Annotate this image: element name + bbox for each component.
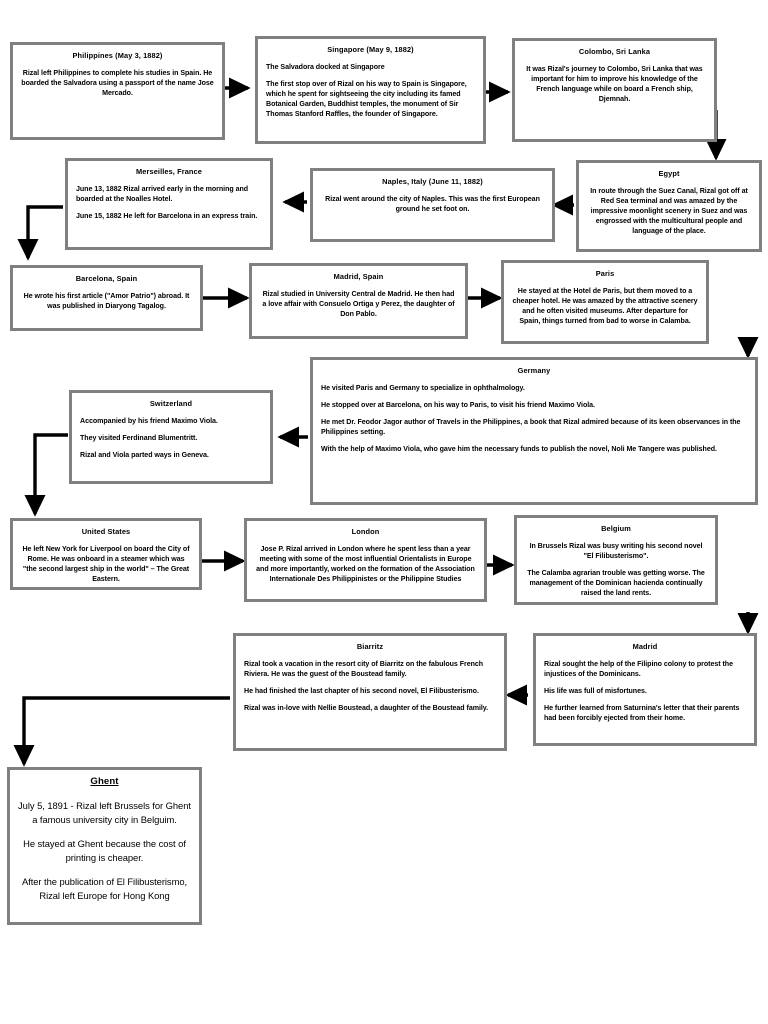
node-title: London	[351, 527, 380, 536]
node-title: Germany	[517, 366, 551, 375]
node-title: United States	[81, 527, 131, 536]
node-paragraph: They visited Ferdinand Blumentritt.	[80, 434, 198, 443]
node-philippines[interactable]: Philippines (May 3, 1882) Rizal left Phi…	[10, 42, 225, 140]
node-title: Paris	[595, 269, 615, 278]
node-title: Philippines (May 3, 1882)	[72, 51, 163, 60]
node-paragraph: His life was full of misfortunes.	[544, 687, 647, 696]
node-ghent[interactable]: Ghent July 5, 1891 - Rizal left Brussels…	[7, 767, 202, 925]
node-paragraph: He wrote his first article ("Amor Patrio…	[23, 291, 190, 311]
node-title: Barcelona, Spain	[75, 274, 138, 283]
node-paragraph: Jose P. Rizal arrived in London where he…	[256, 544, 475, 584]
node-paragraph: Rizal was in-love with Nellie Boustead, …	[244, 704, 489, 713]
node-paragraph: He left New York for Liverpool on board …	[22, 544, 190, 584]
node-title: Naples, Italy (June 11, 1882)	[382, 177, 483, 186]
node-paragraph: The Salvadora docked at Singapore	[266, 62, 385, 71]
node-paragraph: He visited Paris and Germany to speciali…	[321, 383, 525, 392]
node-title: Singapore (May 9, 1882)	[327, 45, 414, 54]
node-title: Ghent	[90, 776, 119, 787]
node-naples[interactable]: Naples, Italy (June 11, 1882) Rizal went…	[310, 168, 555, 242]
node-paragraph: The Calamba agrarian trouble was getting…	[527, 569, 705, 598]
connector-biarritz-ghent	[13, 696, 230, 767]
node-title: Madrid	[632, 642, 658, 651]
node-paragraph: In Brussels Rizal was busy writing his s…	[529, 541, 703, 561]
node-madrid[interactable]: Madrid Rizal sought the help of the Fili…	[533, 633, 757, 746]
node-paragraph: He stayed at Ghent because the cost of p…	[23, 838, 186, 863]
node-title: Madrid, Spain	[333, 272, 384, 281]
node-paragraph: Rizal took a vacation in the resort city…	[244, 659, 484, 679]
node-paragraph: He stayed at the Hotel de Paris, but the…	[512, 286, 698, 326]
node-paragraph: July 5, 1891 - Rizal left Brussels for G…	[18, 799, 191, 825]
node-title: Colombo, Sri Lanka	[578, 47, 651, 56]
node-switzerland[interactable]: Switzerland Accompanied by his friend Ma…	[69, 390, 273, 484]
node-title: Belgium	[601, 524, 631, 533]
node-barcelona[interactable]: Barcelona, Spain He wrote his first arti…	[10, 265, 203, 331]
node-paragraph: He further learned from Saturnina's lett…	[544, 704, 740, 723]
node-paragraph: June 13, 1882 Rizal arrived early in the…	[76, 184, 249, 204]
node-paragraph: It was Rizal's journey to Colombo, Sri L…	[526, 64, 703, 104]
node-paragraph: Rizal studied in University Central de M…	[262, 289, 455, 319]
node-paragraph: Rizal left Philippines to complete his s…	[21, 68, 214, 98]
node-paragraph: In route through the Suez Canal, Rizal g…	[590, 186, 748, 236]
node-title: Switzerland	[149, 399, 193, 408]
node-biarritz[interactable]: Biarritz Rizal took a vacation in the re…	[233, 633, 507, 751]
node-paragraph: With the help of Maximo Viola, who gave …	[321, 445, 717, 454]
node-colombo[interactable]: Colombo, Sri Lanka It was Rizal's journe…	[512, 38, 717, 142]
node-paragraph: Rizal went around the city of Naples. Th…	[325, 194, 540, 214]
connector-switzerland-unitedstates	[24, 433, 68, 517]
node-paragraph: Rizal sought the help of the Filipino co…	[544, 659, 733, 679]
node-paragraph: He had finished the last chapter of his …	[244, 687, 479, 696]
node-paris[interactable]: Paris He stayed at the Hotel de Paris, b…	[501, 260, 709, 344]
node-title: Biarritz	[356, 642, 384, 651]
node-paragraph: After the publication of El Filibusteris…	[21, 876, 188, 902]
node-paragraph: He stopped over at Barcelona, on his way…	[321, 401, 595, 410]
connector-marseilles-barcelona	[17, 205, 63, 261]
node-marseilles[interactable]: Merseilles, France June 13, 1882 Rizal a…	[65, 158, 273, 250]
node-egypt[interactable]: Egypt In route through the Suez Canal, R…	[576, 160, 762, 252]
node-singapore[interactable]: Singapore (May 9, 1882) The Salvadora do…	[255, 36, 486, 144]
node-title: Merseilles, France	[136, 167, 202, 176]
node-united-states[interactable]: United States He left New York for Liver…	[10, 518, 202, 590]
node-belgium[interactable]: Belgium In Brussels Rizal was busy writi…	[514, 515, 718, 605]
node-paragraph: Rizal and Viola parted ways in Geneva.	[80, 451, 209, 460]
node-london[interactable]: London Jose P. Rizal arrived in London w…	[244, 518, 487, 602]
node-paragraph: He met Dr. Feodor Jagor author of Travel…	[321, 418, 741, 437]
node-title: Egypt	[658, 169, 680, 178]
node-paragraph: The first stop over of Rizal on his way …	[266, 80, 467, 119]
node-paragraph: Accompanied by his friend Maximo Viola.	[80, 416, 218, 425]
node-paragraph: June 15, 1882 He left for Barcelona in a…	[76, 212, 258, 221]
node-madrid-spain[interactable]: Madrid, Spain Rizal studied in Universit…	[249, 263, 468, 339]
node-germany[interactable]: Germany He visited Paris and Germany to …	[310, 357, 758, 505]
